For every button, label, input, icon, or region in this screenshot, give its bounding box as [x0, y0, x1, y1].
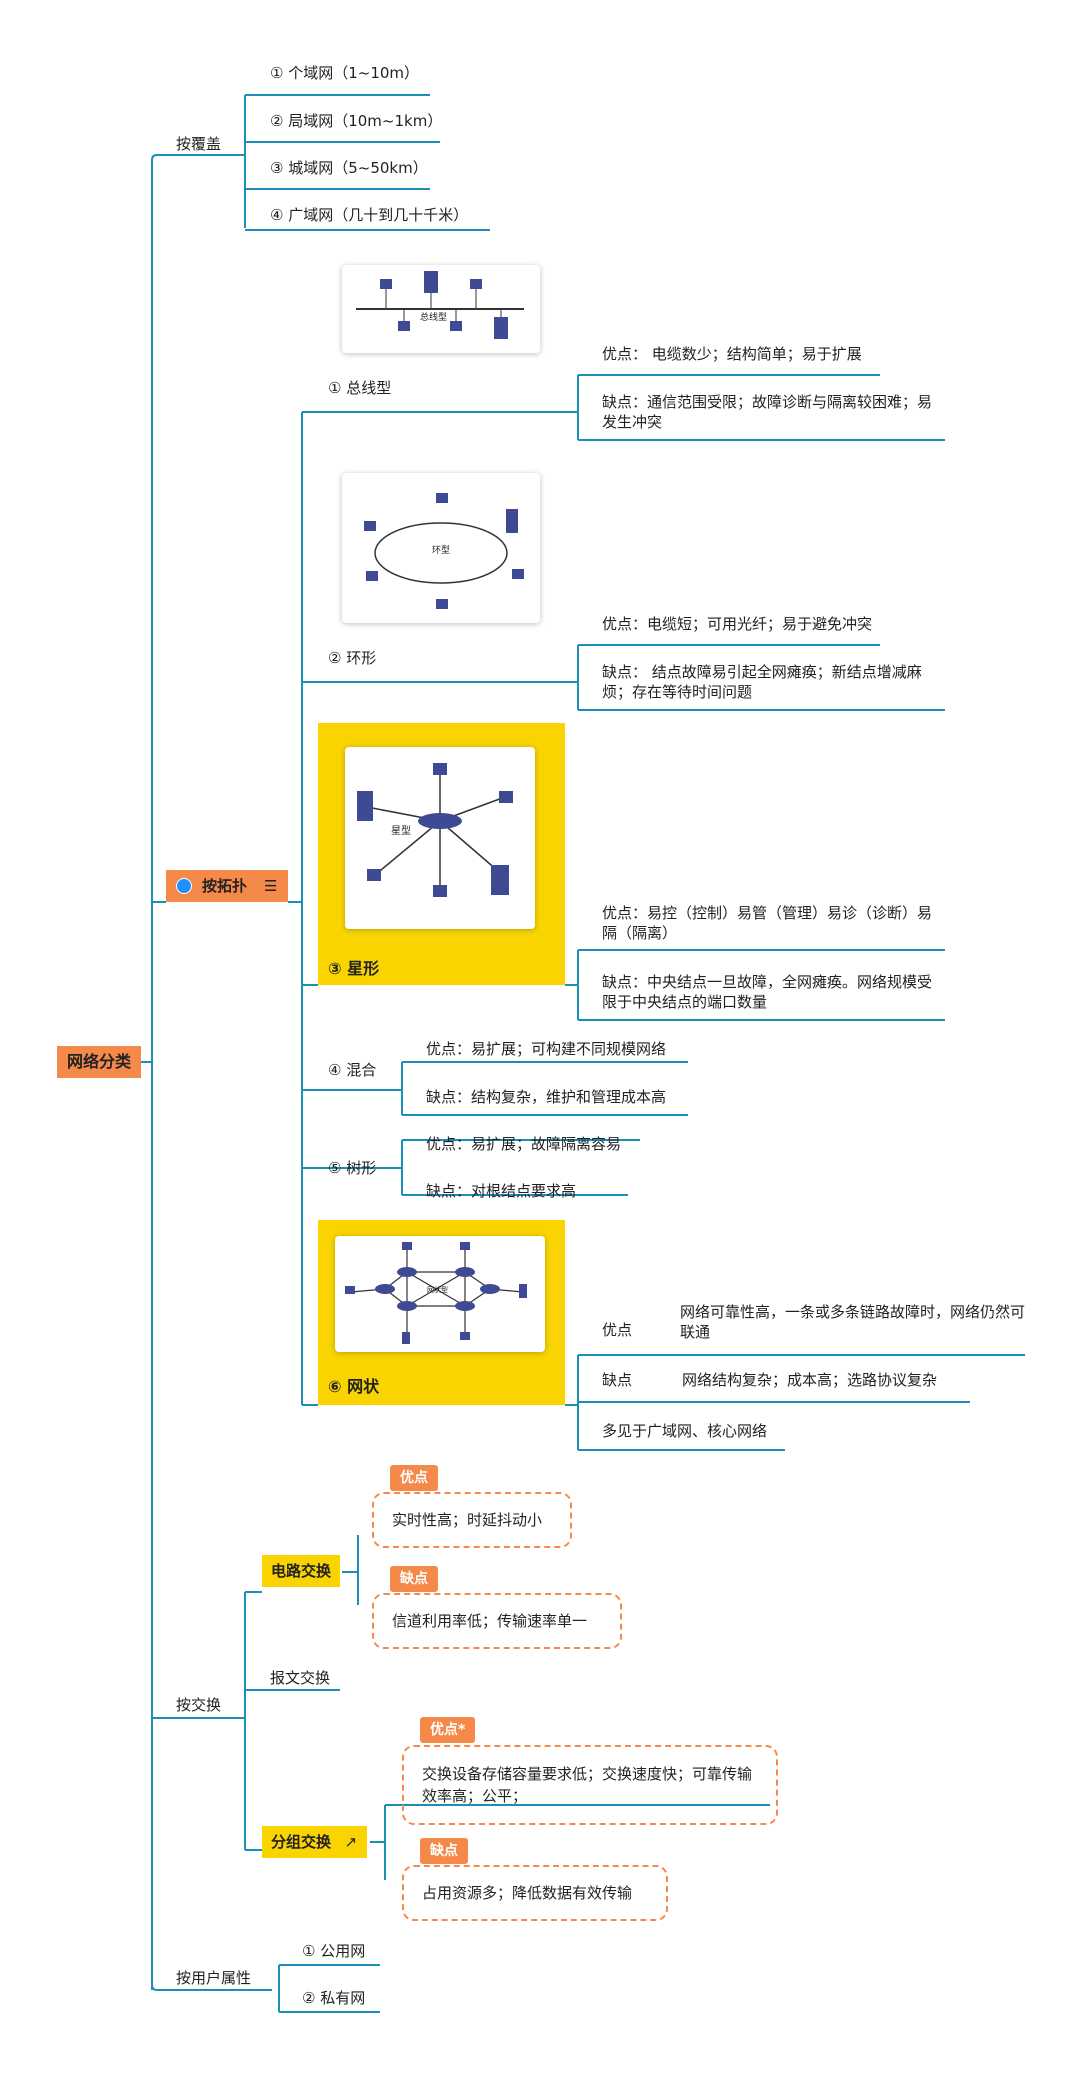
ring-con[interactable]: 缺点： 结点故障易引起全网瘫痪；新结点增减麻烦；存在等待时间问题: [602, 663, 922, 701]
coverage-item-lan[interactable]: ② 局域网（10m~1km）: [270, 112, 443, 130]
coverage-item-wan[interactable]: ④ 广域网（几十到几十千米）: [270, 206, 469, 224]
star-topology-node[interactable]: 星型 ③ 星形: [318, 723, 565, 985]
mesh-note[interactable]: 多见于广域网、核心网络: [602, 1422, 768, 1440]
mesh-con-label[interactable]: 缺点: [602, 1371, 633, 1389]
mesh-diagram: [345, 1242, 527, 1344]
branch-coverage[interactable]: 按覆盖: [176, 135, 222, 153]
root-node[interactable]: 网络分类: [57, 1046, 141, 1078]
star-con[interactable]: 缺点：中央结点一旦故障，全网瘫痪。网络规模受限于中央结点的端口数量: [602, 973, 933, 1011]
branch-switching[interactable]: 按交换: [176, 1696, 222, 1714]
circuit-pro-box[interactable]: 实时性高；时延抖动小: [372, 1492, 572, 1548]
ring-diagram: [364, 493, 524, 609]
packet-con-tag[interactable]: 缺点: [420, 1838, 468, 1864]
packet-pro: 交换设备存储容量要求低；交换速度快；可靠传输效率高；公平；: [422, 1765, 753, 1805]
topology-bus[interactable]: ① 总线型: [328, 379, 392, 397]
topology-ring[interactable]: ② 环形: [328, 649, 377, 667]
star-diagram: [357, 763, 513, 897]
topology-star: ③ 星形: [328, 959, 380, 978]
tree-pro[interactable]: 优点：易扩展；故障隔离容易: [426, 1135, 622, 1153]
user-public[interactable]: ① 公用网: [302, 1942, 366, 1960]
star-pro[interactable]: 优点：易控（控制）易管（管理）易诊（诊断）易隔（隔离）: [602, 904, 933, 942]
circuit-con-box[interactable]: 信道利用率低；传输速率单一: [372, 1593, 622, 1649]
branch-topology-label: 按拓扑: [202, 877, 248, 895]
coverage-item-man[interactable]: ③ 城域网（5~50km）: [270, 159, 428, 177]
packet-con: 占用资源多；降低数据有效传输: [422, 1884, 633, 1902]
bus-pro[interactable]: 优点： 电缆数少；结构简单；易于扩展: [602, 345, 862, 363]
circuit-con: 信道利用率低；传输速率单一: [392, 1612, 588, 1630]
mesh-con[interactable]: 网络结构复杂；成本高；选路协议复杂: [682, 1371, 938, 1389]
coverage-item-pan[interactable]: ① 个域网（1~10m）: [270, 64, 420, 82]
circuit-pro-tag[interactable]: 优点: [390, 1465, 438, 1491]
switch-packet[interactable]: 分组交换 ↗: [262, 1826, 368, 1858]
switch-message[interactable]: 报文交换: [270, 1669, 331, 1687]
packet-pro-box[interactable]: 交换设备存储容量要求低；交换速度快；可靠传输效率高；公平；: [402, 1745, 778, 1825]
star-topology-image: 星型: [345, 747, 535, 929]
switch-packet-label: 分组交换: [271, 1833, 332, 1851]
mesh-pro-label[interactable]: 优点: [602, 1321, 633, 1339]
bus-image-caption: 总线型: [420, 313, 448, 323]
bus-topology-image: 总线型: [342, 265, 540, 353]
user-private[interactable]: ② 私有网: [302, 1989, 366, 2007]
mesh-topology-node[interactable]: 网状型 ⑥ 网状: [318, 1220, 565, 1405]
circuit-con-tag[interactable]: 缺点: [390, 1566, 438, 1592]
mesh-pro[interactable]: 网络可靠性高，一条或多条链路故障时，网络仍然可联通: [680, 1303, 1026, 1341]
topology-tree[interactable]: ⑤ 树形: [328, 1159, 377, 1177]
topic-marker-icon: [176, 878, 192, 894]
notes-icon[interactable]: ☰: [264, 877, 278, 895]
external-link-icon[interactable]: ↗: [344, 1833, 358, 1851]
circuit-pro: 实时性高；时延抖动小: [392, 1511, 543, 1529]
mesh-image-caption: 网状型: [427, 1286, 448, 1294]
packet-pro-tag[interactable]: 优点*: [420, 1717, 476, 1743]
topology-hybrid[interactable]: ④ 混合: [328, 1061, 377, 1079]
hybrid-pro[interactable]: 优点：易扩展；可构建不同规模网络: [426, 1040, 667, 1058]
packet-con-box[interactable]: 占用资源多；降低数据有效传输: [402, 1865, 668, 1921]
bus-diagram: [356, 271, 524, 339]
ring-topology-image: 环型: [342, 473, 540, 623]
switch-circuit[interactable]: 电路交换: [262, 1555, 341, 1587]
mesh-topology-image: 网状型: [335, 1236, 545, 1352]
ring-image-caption: 环型: [432, 546, 451, 556]
ring-pro[interactable]: 优点：电缆短；可用光纤；易于避免冲突: [602, 615, 873, 633]
star-image-caption: 星型: [391, 826, 411, 837]
branch-topology[interactable]: 按拓扑 ☰: [166, 870, 288, 902]
tree-con[interactable]: 缺点：对根结点要求高: [426, 1182, 577, 1200]
branch-user[interactable]: 按用户属性: [176, 1969, 252, 1987]
hybrid-con[interactable]: 缺点：结构复杂，维护和管理成本高: [426, 1088, 667, 1106]
topology-mesh: ⑥ 网状: [328, 1377, 380, 1396]
bus-con[interactable]: 缺点：通信范围受限；故障诊断与隔离较困难；易发生冲突: [602, 393, 933, 431]
